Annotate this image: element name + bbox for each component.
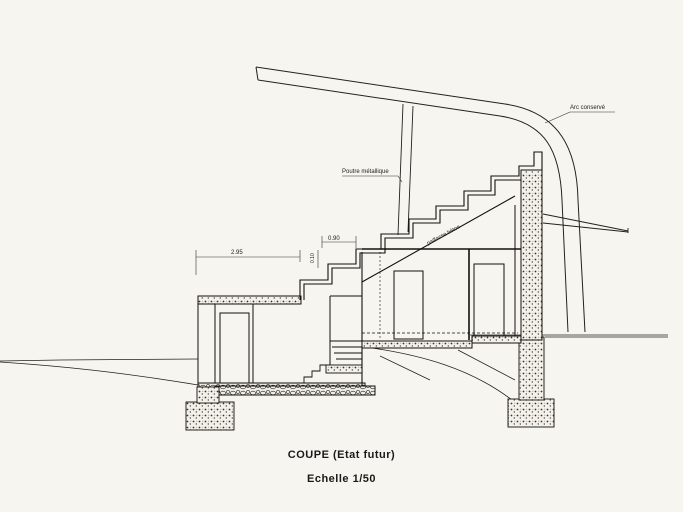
metal-beam [397,103,629,236]
left-room [197,295,376,396]
dimension-label-step: 0.90 [328,236,340,242]
drawing-scale: Echelle 1/50 [307,473,376,485]
foundations [185,336,555,431]
drawing-title: COUPE (Etat futur) [287,449,396,461]
retained-arc [255,66,586,333]
dimension-label-vertical: 0.10 [310,253,316,263]
dimension-lines [195,236,357,275]
dimension-label-left: 2.95 [231,250,243,256]
ground-line [0,334,668,401]
stair-label: paillasse béton [426,224,461,247]
inner-structure [329,205,522,370]
leader-lines [342,111,615,183]
exterior-stair [299,151,543,385]
right-wall [520,169,543,341]
arc-label: Arc conservé [570,105,606,111]
interior-stair [292,340,363,384]
beam-label: Poutre métallique [342,169,389,175]
